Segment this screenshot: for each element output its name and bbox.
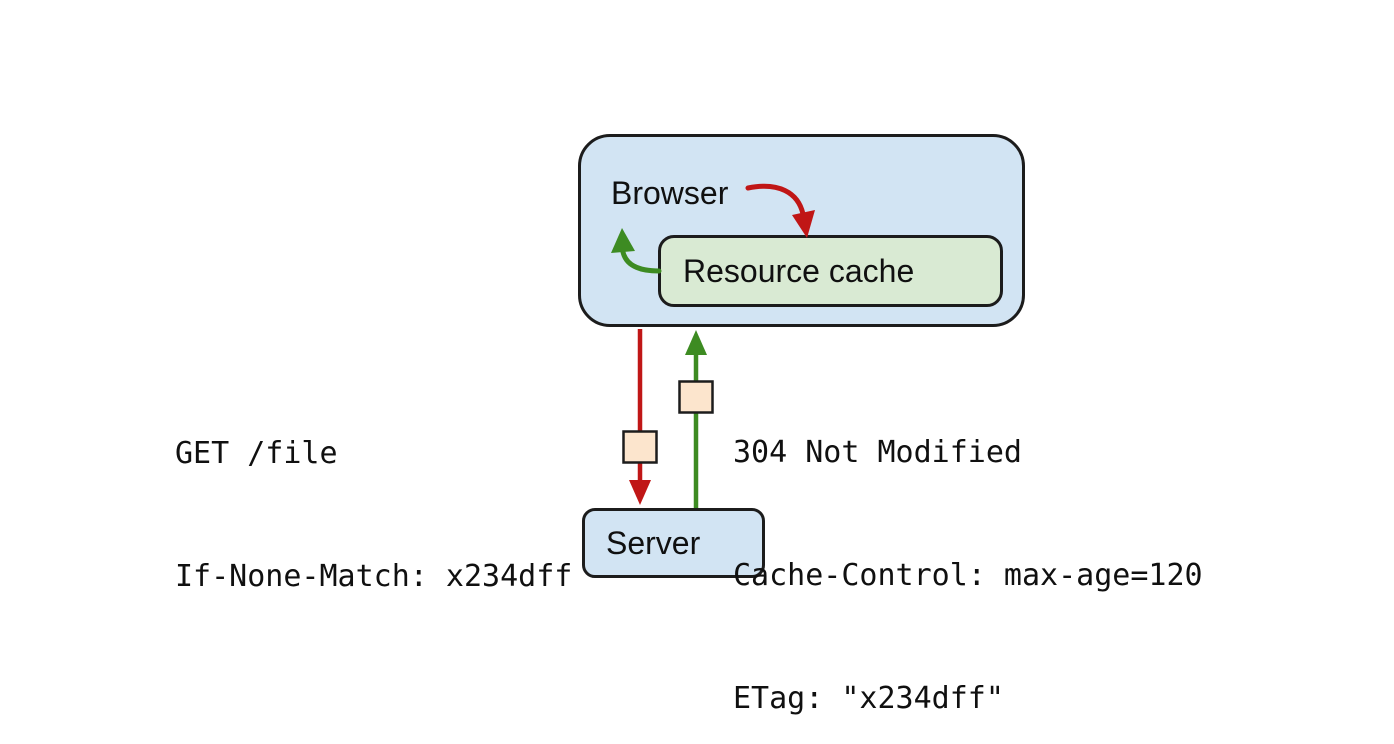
request-arrow xyxy=(622,329,658,505)
request-arrowhead xyxy=(629,480,651,505)
response-line-status: 304 Not Modified xyxy=(733,435,1022,470)
resource-cache-box: Resource cache xyxy=(658,235,1003,307)
request-line-if-none-match: If-None-Match: x234dff xyxy=(175,559,573,594)
browser-label: Browser xyxy=(611,175,729,211)
request-headers-text: GET /file If-None-Match: x234dff xyxy=(175,351,572,679)
response-arrow xyxy=(678,330,714,508)
request-message-square xyxy=(622,430,658,464)
response-message-square xyxy=(678,380,714,414)
server-box: Server xyxy=(582,508,765,578)
resource-cache-label: Resource cache xyxy=(683,253,915,289)
response-arrowhead xyxy=(685,330,707,355)
response-headers-text: 304 Not Modified Cache-Control: max-age=… xyxy=(733,350,1203,744)
server-label: Server xyxy=(606,525,701,561)
request-line-method: GET /file xyxy=(175,436,338,471)
response-line-cache-control: Cache-Control: max-age=120 xyxy=(733,558,1203,593)
response-line-etag: ETag: "x234dff" xyxy=(733,681,1004,716)
